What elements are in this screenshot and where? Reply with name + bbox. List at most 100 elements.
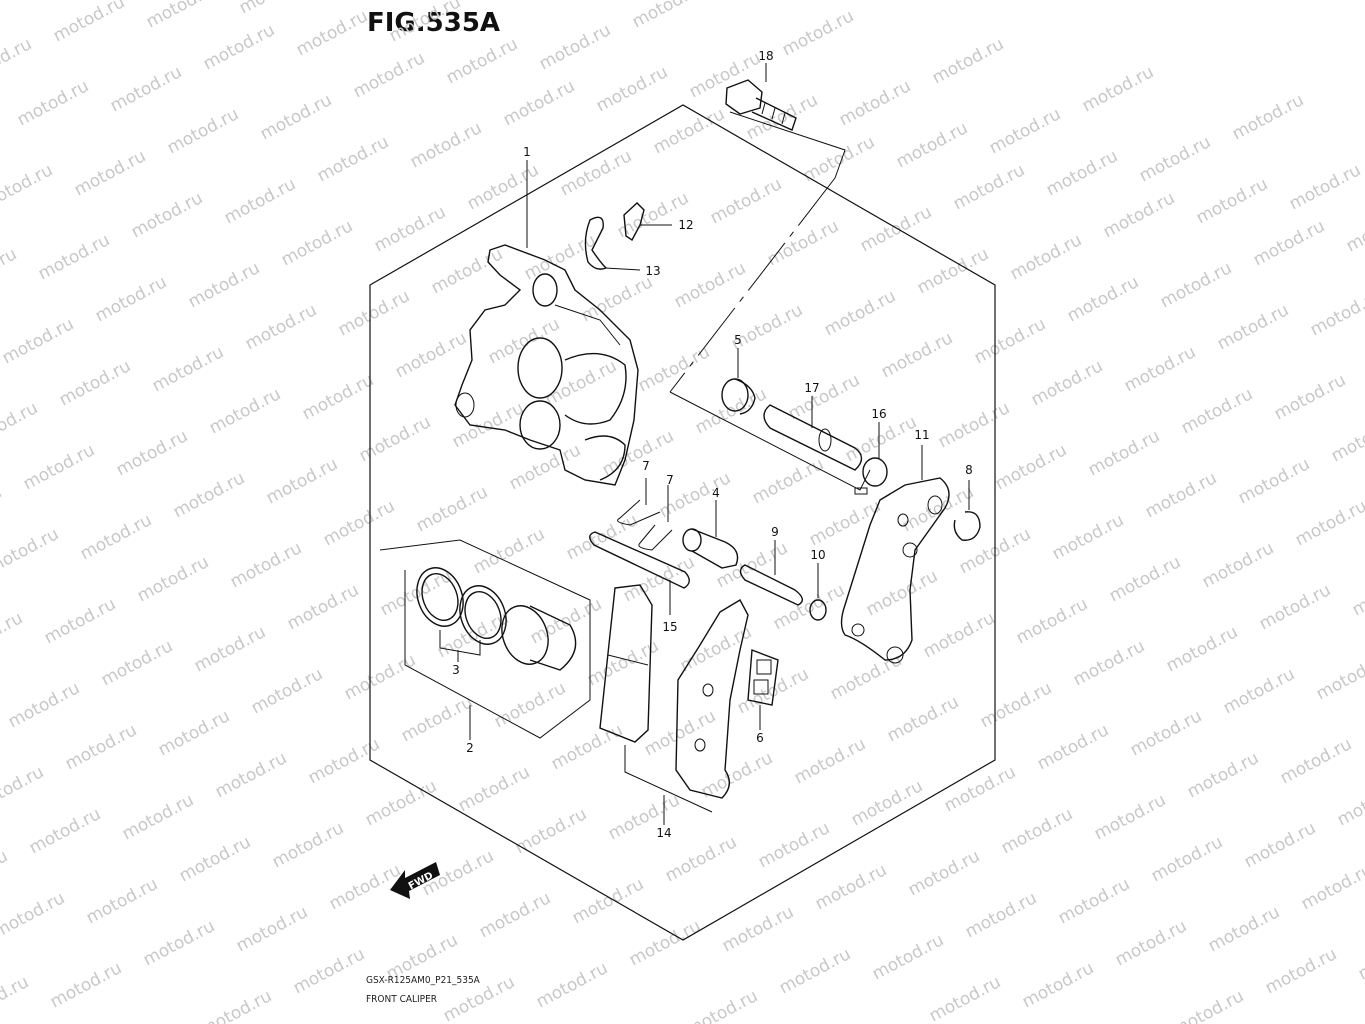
watermark-text: motod.ru <box>557 146 635 200</box>
watermark-text: motod.ru <box>785 370 863 424</box>
watermark-text: motod.ru <box>257 90 335 144</box>
watermark-text: motod.ru <box>707 174 785 228</box>
callout-c7b: 7 <box>666 473 674 487</box>
watermark-text: motod.ru <box>1169 986 1247 1024</box>
watermark-text: motod.ru <box>0 314 77 368</box>
watermark-text: motod.ru <box>0 0 71 4</box>
callout-c4: 4 <box>712 486 720 500</box>
watermark-text: motod.ru <box>164 104 242 158</box>
watermark-text: motod.ru <box>5 678 83 732</box>
watermark-text: motod.ru <box>914 244 992 298</box>
callout-c2: 2 <box>466 741 474 755</box>
watermark-text: motod.ru <box>641 706 719 760</box>
piston-seals <box>416 567 507 645</box>
watermark-text: motod.ru <box>1298 860 1365 914</box>
watermark-text: motod.ru <box>443 34 521 88</box>
watermark-text: motod.ru <box>1163 622 1241 676</box>
watermark-text: motod.ru <box>683 986 761 1024</box>
figure-title: FIG.535A <box>367 8 501 38</box>
watermark-text: motod.ru <box>563 510 641 564</box>
bolt-axis-line <box>669 177 836 393</box>
watermark-text: motod.ru <box>578 272 656 326</box>
pad-bolt <box>739 564 827 621</box>
brake-pad-outer <box>675 599 749 799</box>
callout-c13: 13 <box>645 264 660 278</box>
watermark-text: motod.ru <box>278 216 356 270</box>
watermark-text: motod.ru <box>542 356 620 410</box>
watermark-text: motod.ru <box>998 804 1076 858</box>
watermark-text: motod.ru <box>0 482 5 536</box>
figure-code: GSX-R125AM0_P21_535A <box>366 975 480 986</box>
watermark-text: motod.ru <box>1049 510 1127 564</box>
watermark-text: motod.ru <box>1355 930 1365 984</box>
watermark-text: motod.ru <box>635 342 713 396</box>
callout-c18: 18 <box>758 49 773 63</box>
watermark-text: motod.ru <box>1019 958 1097 1012</box>
callout-c7a: 7 <box>642 459 650 473</box>
callout-c5: 5 <box>734 333 742 347</box>
watermark-text: motod.ru <box>41 594 119 648</box>
callout-c9: 9 <box>771 525 779 539</box>
watermark-text: motod.ru <box>1121 342 1199 396</box>
watermark-text: motod.ru <box>128 188 206 242</box>
watermark-text: motod.ru <box>791 734 869 788</box>
watermark-text: motod.ru <box>200 20 278 74</box>
watermark-text: motod.ru <box>464 160 542 214</box>
watermark-text: motod.ru <box>650 104 728 158</box>
watermark-text: motod.ru <box>485 314 563 368</box>
watermark-text: motod.ru <box>119 790 197 844</box>
watermark-text: motod.ru <box>149 342 227 396</box>
watermark-text: motod.ru <box>20 440 98 494</box>
watermark-text: motod.ru <box>863 566 941 620</box>
watermark-text: motod.ru <box>1043 146 1121 200</box>
watermark-text: motod.ru <box>779 6 857 60</box>
watermark-text: motod.ru <box>1148 832 1226 886</box>
watermark-text: motod.ru <box>899 482 977 536</box>
retaining-ring <box>854 457 888 495</box>
watermark-text: motod.ru <box>476 888 554 942</box>
watermark-text: motod.ru <box>1229 90 1307 144</box>
watermark-text: motod.ru <box>212 748 290 802</box>
bolt-group-frame <box>729 111 846 179</box>
watermark-text: motod.ru <box>770 580 848 634</box>
watermark-text: motod.ru <box>227 538 305 592</box>
slide-pin-short <box>682 528 739 569</box>
callout-c1: 1 <box>523 145 531 159</box>
callout-c14: 14 <box>656 826 671 840</box>
watermark-text: motod.ru <box>269 818 347 872</box>
watermark-text: motod.ru <box>548 720 626 774</box>
watermark-text: motod.ru <box>1034 720 1112 774</box>
watermark-text: motod.ru <box>1112 916 1190 970</box>
watermark-text: motod.ru <box>1214 300 1292 354</box>
watermark-text: motod.ru <box>1256 580 1334 634</box>
piston <box>501 605 577 671</box>
watermark-text: motod.ru <box>1070 636 1148 690</box>
watermark-text: motod.ru <box>1292 496 1365 550</box>
callout-c15: 15 <box>662 620 677 634</box>
piston-group-frame <box>379 539 591 739</box>
watermark-text: motod.ru <box>935 398 1013 452</box>
watermark-text: motod.ru <box>284 580 362 634</box>
watermark-text: motod.ru <box>98 636 176 690</box>
watermark-text: motod.ru <box>1220 664 1298 718</box>
watermark-text: motod.ru <box>1184 748 1262 802</box>
callout-c17: 17 <box>804 381 819 395</box>
watermark-text: motod.ru <box>950 160 1028 214</box>
watermark-text: motod.ru <box>977 678 1055 732</box>
watermark-text: motod.ru <box>743 90 821 144</box>
callout-c11: 11 <box>914 428 929 442</box>
watermark-text: motod.ru <box>662 832 740 886</box>
watermark-text: motod.ru <box>320 496 398 550</box>
callout-c6: 6 <box>756 731 764 745</box>
caliper-bracket <box>840 477 950 664</box>
watermark-text: motod.ru <box>1250 216 1328 270</box>
watermark-text: motod.ru <box>248 664 326 718</box>
watermark-text: motod.ru <box>536 20 614 74</box>
leader-13 <box>604 267 641 271</box>
watermark-text: motod.ru <box>371 202 449 256</box>
watermark-text: motod.ru <box>479 0 557 4</box>
watermark-text: motod.ru <box>929 34 1007 88</box>
watermark-text: motod.ru <box>941 762 1019 816</box>
